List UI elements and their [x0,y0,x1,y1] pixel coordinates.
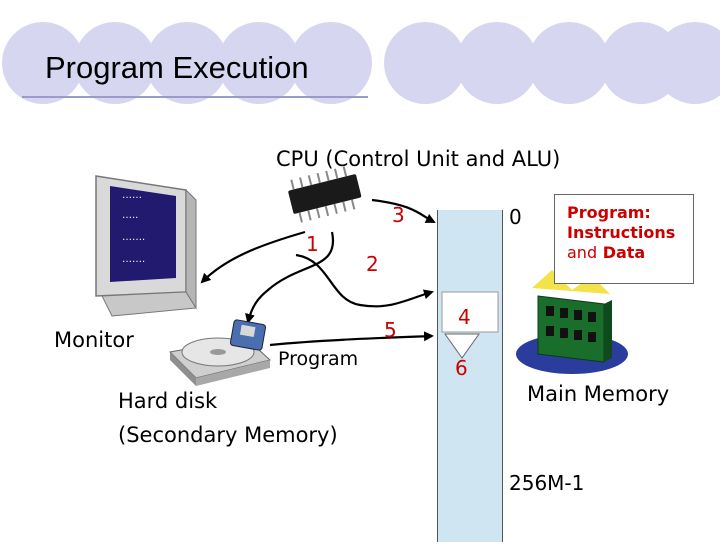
memory-address-top: 0 [509,205,522,229]
program-label: Program [278,348,359,370]
step-number-2: 2 [366,252,379,276]
screen-text-line: ….. [122,210,139,221]
arrow-step-3 [371,198,436,223]
decor-circle [146,22,228,104]
step-number-1: 1 [306,232,319,256]
decor-circle [384,22,466,104]
program-callout: Program: Instructions and Data [554,194,694,284]
main-memory-label: Main Memory [527,382,670,406]
memory-address-bar [437,210,503,542]
step-number-4: 4 [458,305,471,329]
arrow-step-5 [269,331,434,347]
decor-circle [654,22,720,104]
page-title: Program Execution [45,50,309,85]
decor-circle [218,22,300,104]
screen-text-line: …… [122,190,142,201]
decor-circle [528,22,610,104]
screen-text-line: ……. [122,254,146,265]
cpu-chip-icon [288,166,362,223]
decor-circle [456,22,538,104]
cpu-label: CPU (Control Unit and ALU) [276,147,561,171]
monitor-label: Monitor [54,328,134,352]
program-region [441,291,499,333]
monitor-icon [95,175,197,317]
callout-and: and [567,243,598,262]
hard-disk-label-secondary: (Secondary Memory) [118,423,338,447]
step-number-5: 5 [384,318,397,342]
memory-module-icon [516,270,628,374]
hard-disk-icon [168,319,272,386]
decor-circle [2,22,84,104]
load-down-triangle [444,333,480,359]
arrow-step-2 [245,231,335,324]
callout-line-1: Program: [567,203,651,222]
hard-disk-label: Hard disk [118,389,218,413]
arrow-step-2-memory [295,253,434,308]
screen-text-line: ……. [122,232,146,243]
arrow-step-1 [200,230,306,284]
title-underline [22,96,368,98]
memory-address-bottom: 256M-1 [509,471,585,495]
step-number-6: 6 [455,356,468,380]
callout-line-3: and Data [567,243,693,263]
callout-line-2: Instructions [567,223,676,242]
decor-circle [74,22,156,104]
step-number-3: 3 [392,203,405,227]
callout-data: Data [602,243,646,262]
decor-circle [290,22,372,104]
